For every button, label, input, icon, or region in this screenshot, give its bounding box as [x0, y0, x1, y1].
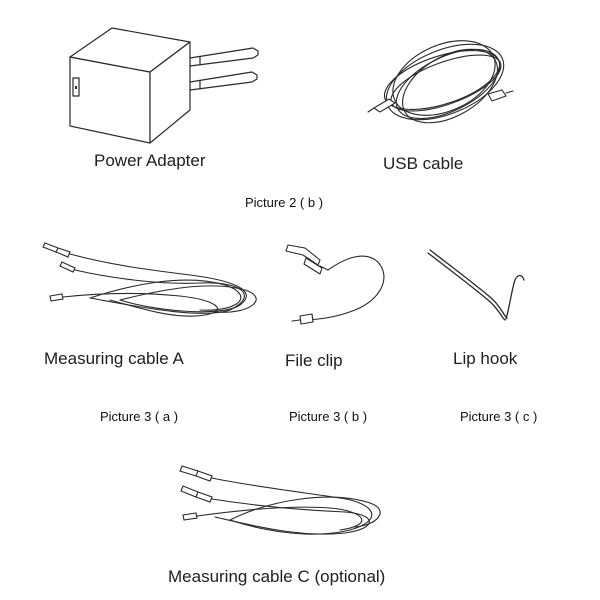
- measuring-cable-a-illustration: [42, 242, 257, 317]
- usb-cable-illustration: [367, 40, 514, 124]
- picture-2b-caption: Picture 2 ( b ): [245, 195, 324, 210]
- measuring-cable-c-illustration: [179, 465, 381, 535]
- measuring-cable-c-label: Measuring cable C (optional): [168, 567, 386, 586]
- lip-hook-label: Lip hook: [453, 349, 518, 368]
- power-adapter-label: Power Adapter: [94, 151, 206, 170]
- usb-cable-label: USB cable: [383, 154, 464, 173]
- file-clip-illustration: [285, 244, 385, 325]
- file-clip-label: File clip: [285, 351, 343, 370]
- picture-3a-caption: Picture 3 ( a ): [100, 409, 179, 424]
- lip-hook-illustration: [427, 249, 525, 321]
- picture-3b-caption: Picture 3 ( b ): [289, 409, 368, 424]
- picture-3c-caption: Picture 3 ( c ): [460, 409, 538, 424]
- power-adapter-illustration: [69, 27, 259, 144]
- measuring-cable-a-label: Measuring cable A: [44, 349, 184, 368]
